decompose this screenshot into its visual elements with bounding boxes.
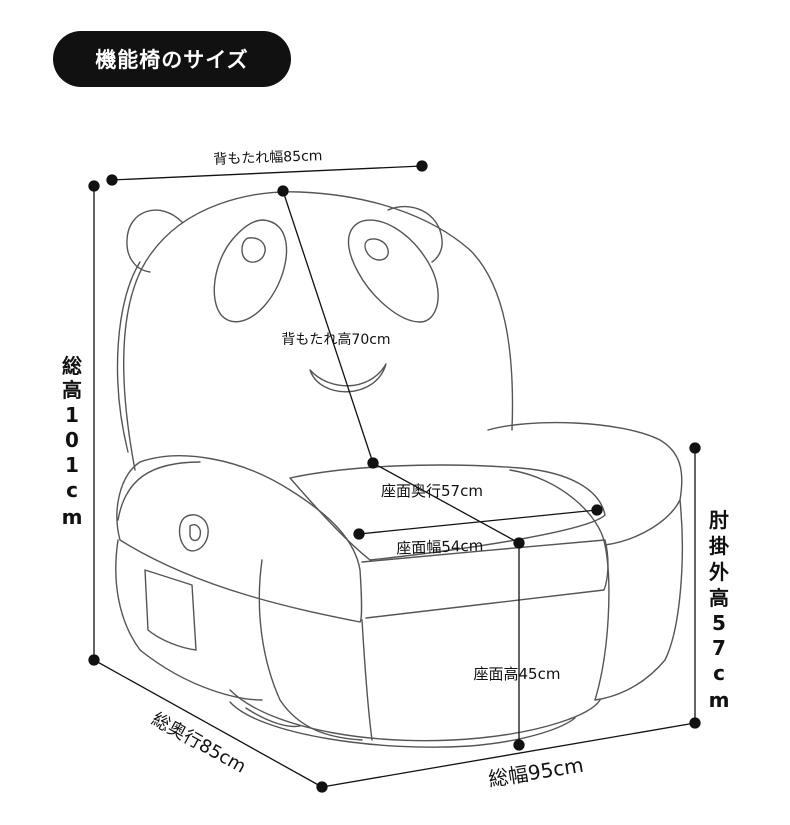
seat-height-dot-bottom [513, 739, 525, 751]
seat-width-line [358, 509, 598, 535]
lower-body-bottom [229, 689, 601, 742]
label-seat-depth: 座面奥行57cm [381, 482, 483, 500]
label-armrest-height: 肘 掛 外 高 5 7 c m [709, 508, 730, 712]
armrest-height-char: m [709, 688, 730, 712]
back-depth-line [116, 261, 141, 453]
back-height-dot-top [277, 185, 289, 197]
page-title: 機能椅のサイズ [53, 31, 291, 87]
seat-width-dot-right [591, 504, 603, 516]
lower-body-center [361, 619, 373, 741]
panda-chair-illustration [115, 191, 683, 748]
recline-handle-inner [189, 524, 202, 542]
total-height-char: 1 [65, 403, 79, 427]
armrest-height-char: 5 [712, 611, 726, 635]
seat-width-dot-left [353, 528, 365, 540]
back-width-dot-right [416, 160, 428, 172]
dimension-lines [88, 160, 701, 793]
seat-depth-line [372, 462, 520, 544]
left-pocket [144, 569, 197, 651]
label-total-width: 総幅95cm [487, 753, 586, 792]
lower-body-left [258, 559, 363, 741]
left-armrest [116, 455, 363, 623]
back-height-line [282, 190, 374, 464]
right-eye [364, 238, 389, 261]
label-seat-height: 座面高45cm [474, 665, 561, 683]
left-armrest-top [117, 461, 201, 521]
armrest-height-char: 肘 [709, 508, 729, 532]
base-rim [229, 701, 576, 748]
total-height-char: m [62, 505, 83, 529]
total-width-line [321, 722, 696, 788]
page-title-text: 機能椅のサイズ [95, 48, 249, 72]
armrest-height-char: 掛 [709, 534, 729, 558]
dimension-labels: 背もたれ幅85cm 背もたれ高70cm 座面奥行57cm 座面幅54cm 座面高… [62, 148, 730, 791]
label-total-height: 総 高 1 0 1 c m [62, 354, 83, 529]
chair-back [123, 191, 514, 471]
armrest-height-char: 高 [709, 586, 729, 610]
seat-cushion [289, 464, 606, 561]
total-height-char: 高 [62, 378, 82, 402]
label-back-width: 背もたれ幅85cm [213, 148, 323, 168]
armrest-height-char: 7 [712, 636, 726, 660]
left-eye-patch [213, 219, 288, 323]
total-height-char: 総 [62, 354, 82, 378]
total-height-char: 0 [65, 428, 79, 452]
left-arm-front [115, 539, 263, 701]
armrest-height-char: 外 [709, 560, 729, 584]
total-depth-line [93, 659, 323, 788]
left-ear [126, 209, 183, 273]
total-height-char: c [66, 478, 78, 502]
total-height-dot-top [88, 180, 100, 192]
armrest-height-dot-top [689, 442, 701, 454]
total-height-char: 1 [65, 453, 79, 477]
armrest-height-char: c [713, 661, 725, 685]
label-seat-width: 座面幅54cm [396, 536, 484, 557]
recline-handle [178, 514, 209, 552]
label-total-depth: 総奥行85cm [148, 709, 249, 778]
right-armrest [487, 421, 683, 546]
right-eye-patch [347, 219, 439, 323]
smile [309, 363, 387, 393]
back-width-line [111, 165, 423, 181]
base-rim-inner [245, 707, 301, 728]
left-eye [241, 237, 266, 263]
right-arm-inner [594, 544, 610, 701]
label-back-height: 背もたれ高70cm [281, 331, 390, 348]
right-arm-front [594, 499, 683, 701]
back-width-dot-left [106, 174, 118, 186]
right-ear [387, 205, 443, 263]
